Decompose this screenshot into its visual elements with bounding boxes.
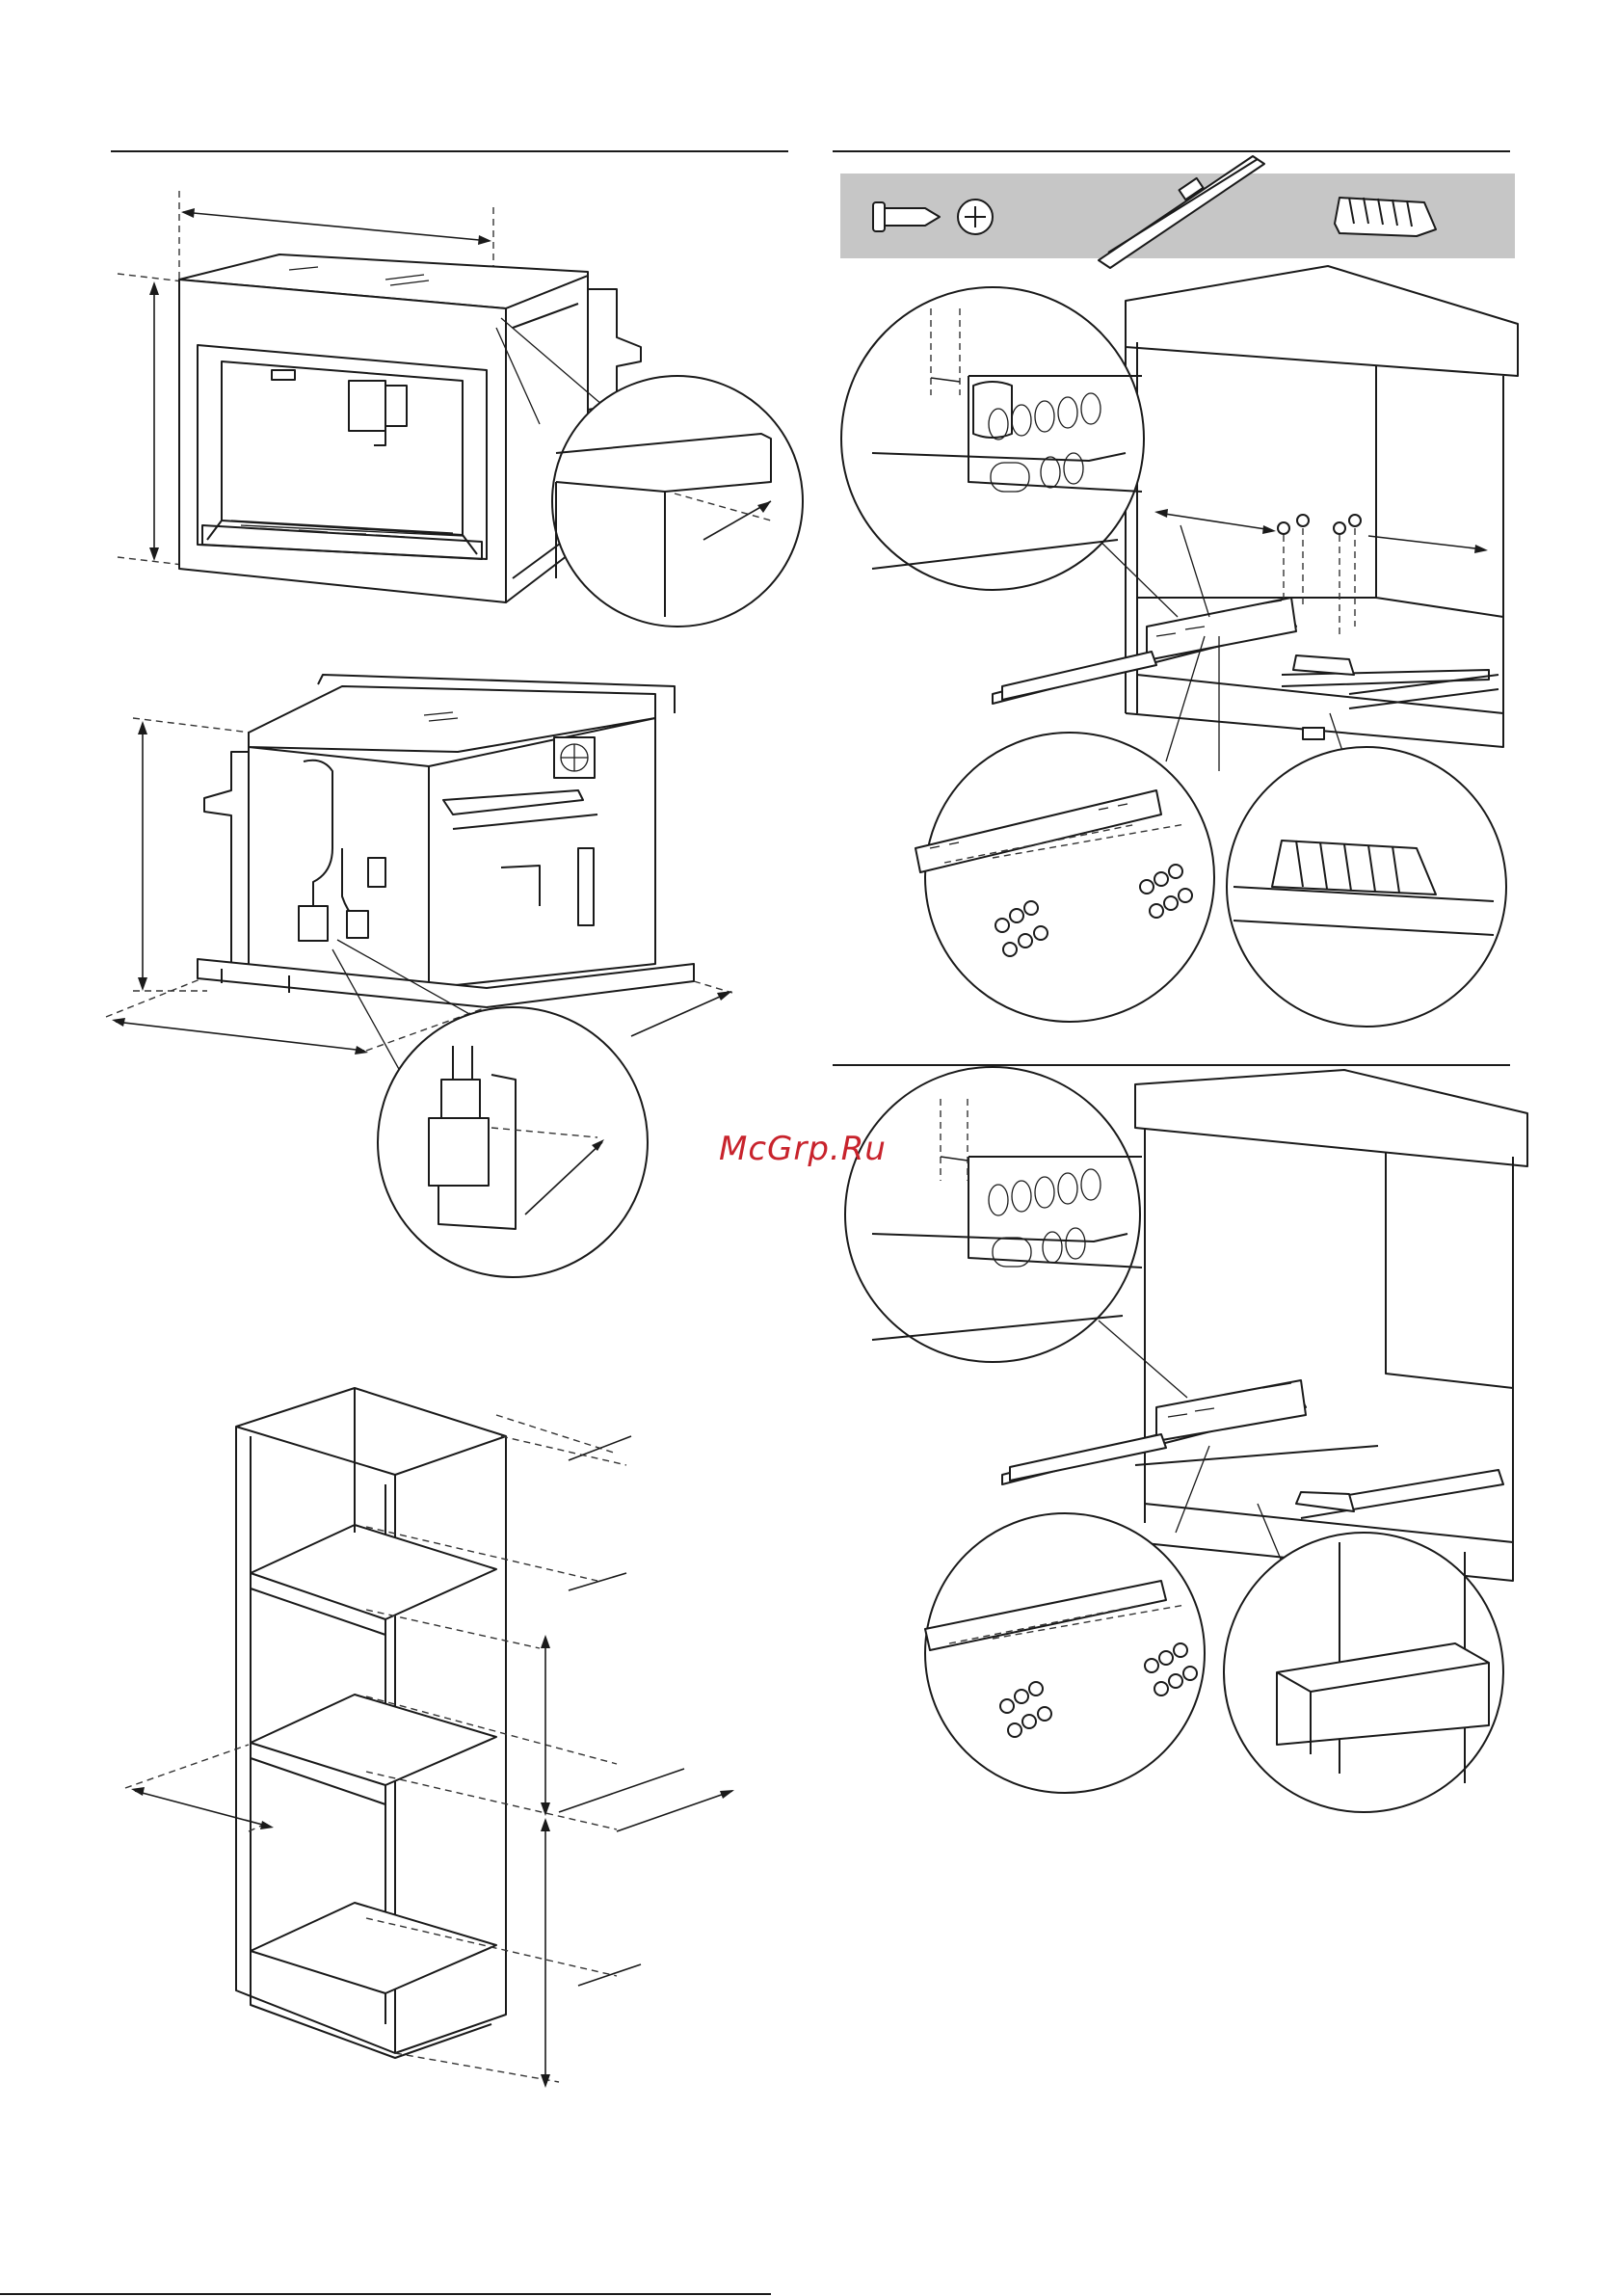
watermark: McGrp.Ru: [719, 1130, 887, 1168]
tall-cabinet: [125, 1388, 734, 2088]
rail-installation: [841, 266, 1518, 1027]
clip-icon: [1335, 198, 1436, 236]
machine-front-view: [118, 191, 803, 627]
rail-installation-with-drawer: [845, 1067, 1527, 1812]
machine-rear-view: [106, 675, 732, 1277]
screw-head-icon: [958, 200, 993, 234]
parts-strip: [840, 156, 1515, 268]
